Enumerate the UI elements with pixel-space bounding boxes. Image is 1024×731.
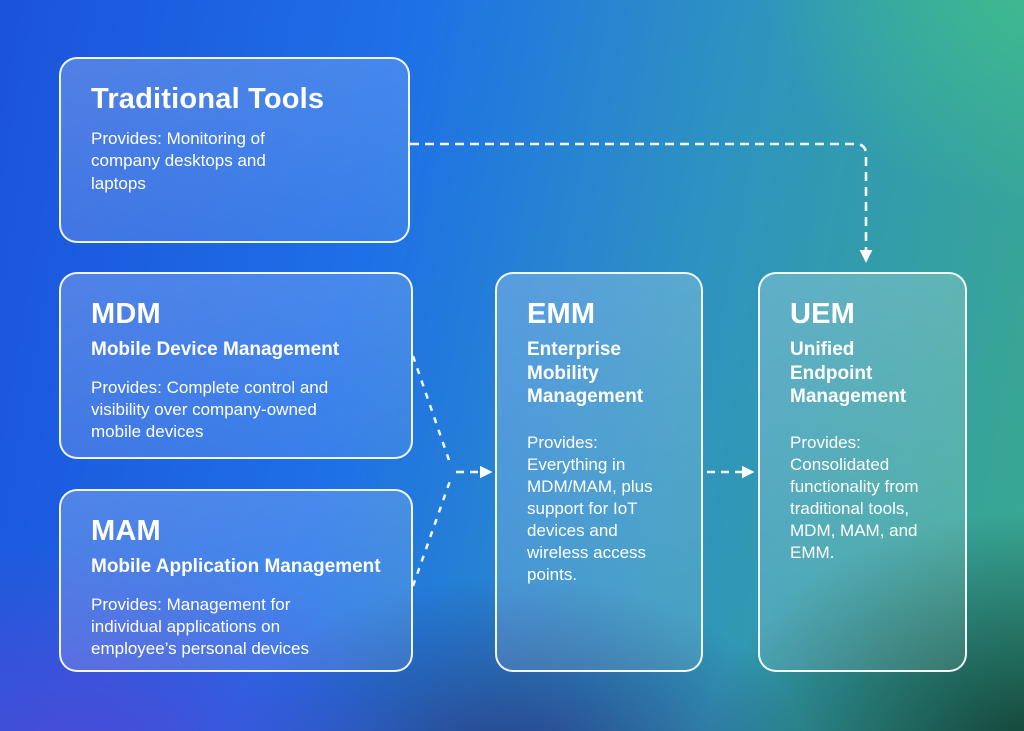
connector-mam-to-emm — [411, 477, 453, 587]
card-mam-body: Provides: Management for individual appl… — [91, 594, 309, 658]
card-uem-title: UEM — [790, 298, 856, 330]
card-emm-title: EMM — [527, 298, 596, 330]
card-mam: MAM Mobile Application Management Provid… — [59, 489, 413, 672]
card-mam-subtitle: Mobile Application Management — [91, 556, 381, 578]
connector-traditional-to-uem — [410, 142, 873, 263]
card-emm: EMM Enterprise Mobility Management Provi… — [495, 272, 703, 672]
card-mdm: MDM Mobile Device Management Provides: C… — [59, 272, 413, 459]
connector-mdm-to-emm — [411, 355, 453, 467]
card-mdm-title: MDM — [91, 298, 161, 330]
card-mdm-subtitle: Mobile Device Management — [91, 339, 340, 361]
card-uem-body: Provides: Consolidated functionality fro… — [790, 432, 919, 563]
card-uem-subtitle: Unified Endpoint Management — [790, 339, 907, 407]
card-traditional-tools-title: Traditional Tools — [91, 83, 325, 115]
card-uem: UEM Unified Endpoint Management Provides… — [758, 272, 967, 672]
card-traditional-tools: Traditional Tools Provides: Monitoring o… — [59, 57, 410, 243]
card-mam-title: MAM — [91, 515, 161, 547]
card-traditional-tools-body: Provides: Monitoring of company desktops… — [91, 129, 266, 193]
card-emm-body: Provides: Everything in MDM/MAM, plus su… — [527, 432, 653, 585]
card-mdm-body: Provides: Complete control and visibilit… — [91, 377, 329, 441]
card-emm-subtitle: Enterprise Mobility Management — [527, 339, 644, 407]
